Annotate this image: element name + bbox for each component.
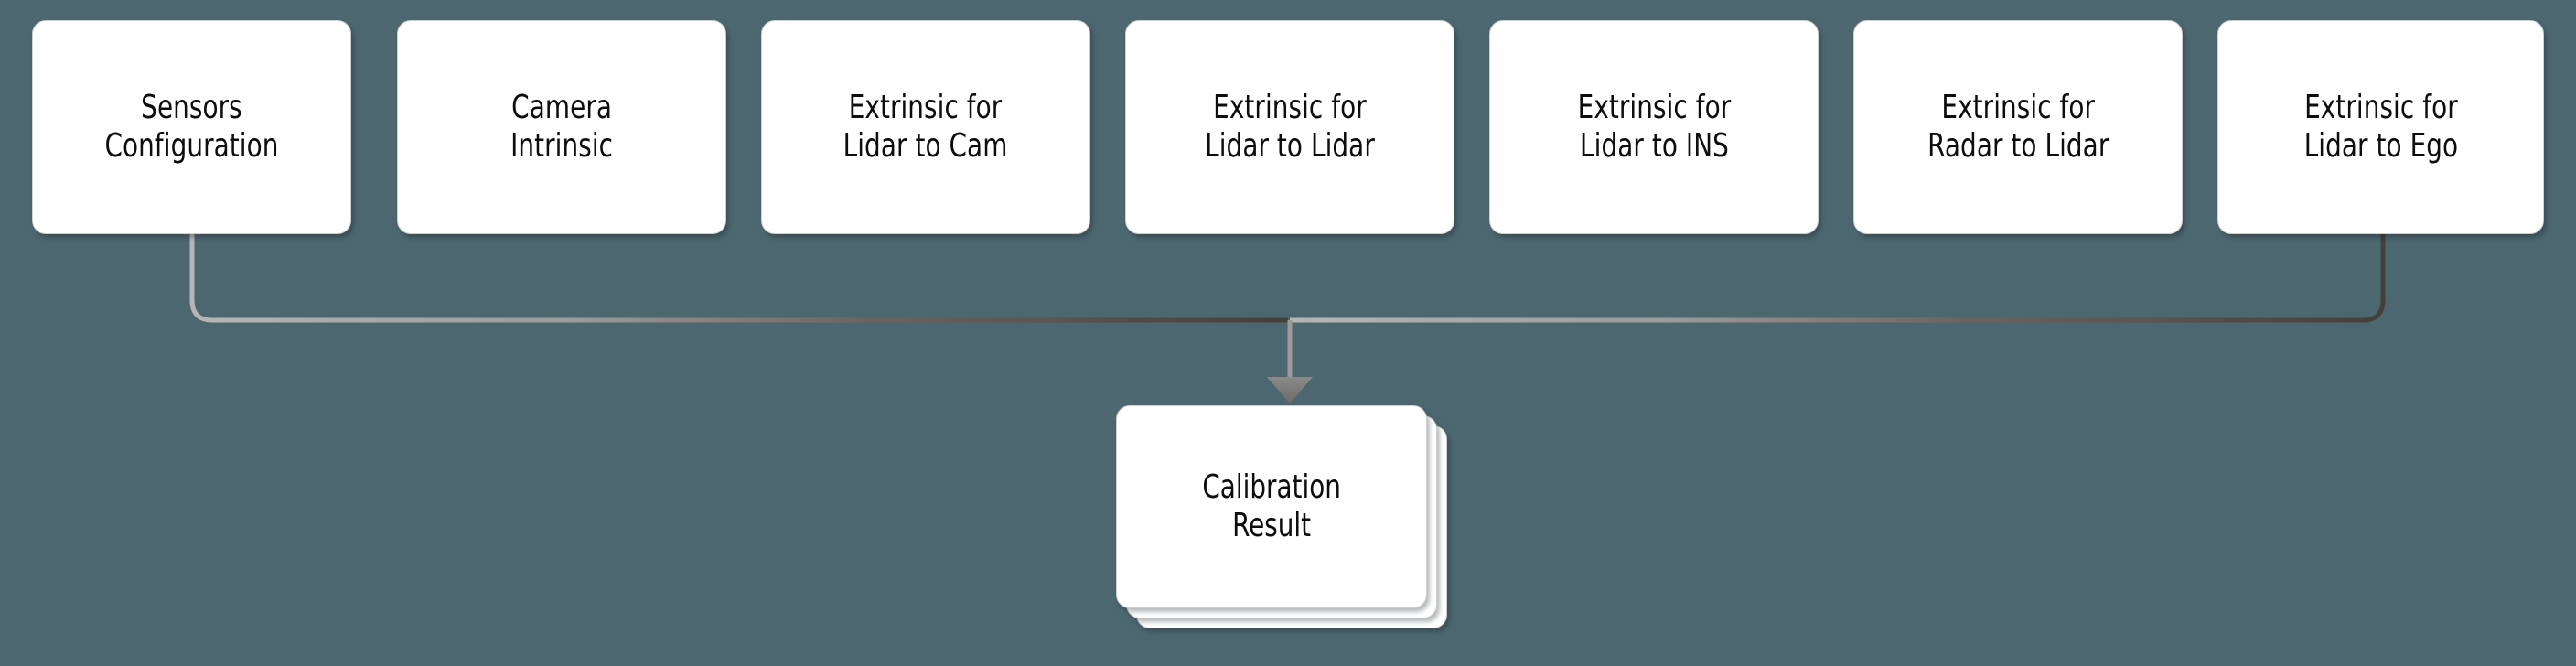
node-label: Extrinsic for Lidar to Cam bbox=[843, 88, 1008, 165]
node-extrinsic-lidar-to-lidar[interactable]: Extrinsic for Lidar to Lidar bbox=[1125, 20, 1454, 234]
edge-sensors-configuration bbox=[189, 234, 1288, 323]
node-sensors-configuration[interactable]: Sensors Configuration bbox=[32, 20, 351, 234]
node-label: Camera Intrinsic bbox=[510, 88, 613, 165]
node-label: Sensors Configuration bbox=[104, 88, 279, 165]
node-label: Extrinsic for Lidar to Ego bbox=[2303, 88, 2458, 165]
node-extrinsic-lidar-to-ego[interactable]: Extrinsic for Lidar to Ego bbox=[2217, 20, 2544, 234]
node-label: Extrinsic for Lidar to Lidar bbox=[1205, 88, 1375, 165]
result-sheet-front[interactable]: Calibration Result bbox=[1116, 405, 1427, 608]
node-label: Calibration Result bbox=[1202, 467, 1341, 544]
node-label: Extrinsic for Radar to Lidar bbox=[1927, 88, 2109, 165]
node-camera-intrinsic[interactable]: Camera Intrinsic bbox=[397, 20, 726, 234]
arrow-head-icon bbox=[1267, 377, 1313, 403]
node-extrinsic-radar-to-lidar[interactable]: Extrinsic for Radar to Lidar bbox=[1853, 20, 2183, 234]
node-extrinsic-lidar-to-cam[interactable]: Extrinsic for Lidar to Cam bbox=[761, 20, 1090, 234]
edge-extrinsic-lidar-to-ego bbox=[1290, 234, 2386, 323]
node-label: Extrinsic for Lidar to INS bbox=[1577, 88, 1731, 165]
node-extrinsic-lidar-to-ins[interactable]: Extrinsic for Lidar to INS bbox=[1489, 20, 1819, 234]
node-calibration-result[interactable]: Calibration Result bbox=[1116, 405, 1447, 628]
